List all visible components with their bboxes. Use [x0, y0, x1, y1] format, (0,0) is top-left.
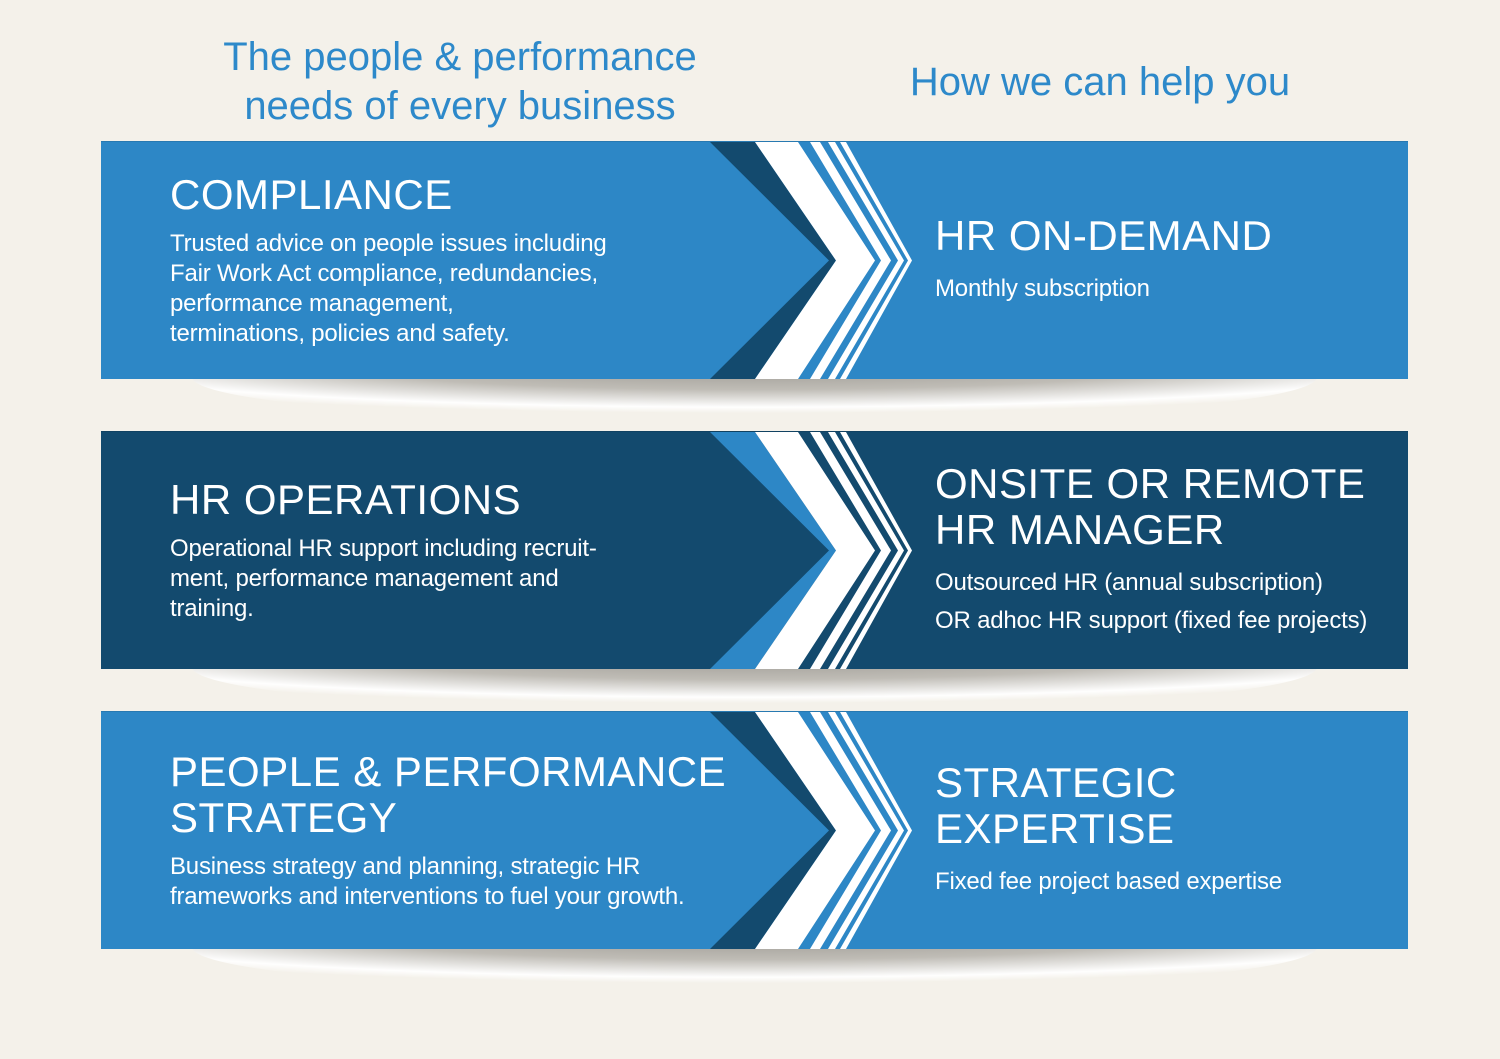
banner-background: PEOPLE & PERFORMANCE STRATEGY Business s… [101, 711, 1408, 949]
service-description: Outsourced HR (annual subscription) OR a… [935, 569, 1368, 634]
banner-compliance: COMPLIANCE Trusted advice on people issu… [101, 141, 1408, 423]
need-description: Business strategy and planning, strategi… [170, 853, 685, 910]
banner-drop-shadow [192, 947, 1317, 993]
service-title: HR ON-DEMAND [935, 212, 1273, 259]
service-panel-hr-manager: ONSITE OR REMOTE HR MANAGER Outsourced H… [935, 432, 1405, 669]
banner-background: HR OPERATIONS Operational HR support inc… [101, 431, 1408, 669]
need-description: Operational HR support including recruit… [170, 535, 597, 622]
left-column-heading: The people & performance needs of every … [223, 35, 697, 128]
chevron-right-icon [710, 712, 912, 949]
need-panel-compliance: COMPLIANCE Trusted advice on people issu… [170, 142, 730, 379]
service-description: Monthly subscription [935, 275, 1150, 302]
need-description: Trusted advice on people issues includin… [170, 230, 607, 347]
need-title: HR OPERATIONS [170, 476, 522, 523]
need-panel-hr-operations: HR OPERATIONS Operational HR support inc… [170, 432, 730, 669]
service-panel-hr-on-demand: HR ON-DEMAND Monthly subscription [935, 142, 1405, 379]
right-column-heading: How we can help you [909, 60, 1291, 104]
service-title: ONSITE OR REMOTE HR MANAGER [935, 460, 1366, 553]
banner-background: COMPLIANCE Trusted advice on people issu… [101, 141, 1408, 379]
chevron-right-icon [710, 142, 912, 379]
service-panel-strategic-expertise: STRATEGIC EXPERTISE Fixed fee project ba… [935, 712, 1405, 949]
banner-drop-shadow [192, 377, 1317, 423]
need-title: COMPLIANCE [170, 171, 453, 218]
chevron-right-icon [710, 432, 912, 669]
need-title: PEOPLE & PERFORMANCE STRATEGY [170, 748, 727, 841]
banner-hr-operations: HR OPERATIONS Operational HR support inc… [101, 431, 1408, 713]
banner-drop-shadow [192, 667, 1317, 713]
need-panel-strategy: PEOPLE & PERFORMANCE STRATEGY Business s… [170, 712, 730, 949]
service-title: STRATEGIC EXPERTISE [935, 759, 1177, 852]
banner-people-performance-strategy: PEOPLE & PERFORMANCE STRATEGY Business s… [101, 711, 1408, 993]
service-description: Fixed fee project based expertise [935, 868, 1282, 895]
